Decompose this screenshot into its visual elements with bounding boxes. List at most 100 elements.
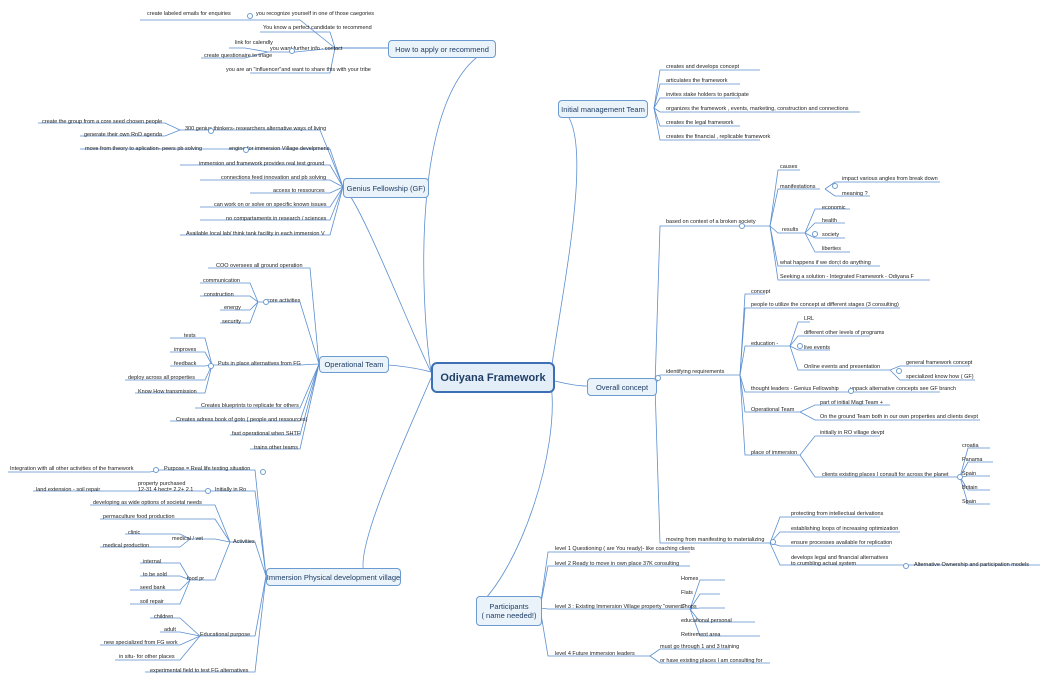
topic-node[interactable]: Spain xyxy=(962,499,977,505)
topic-node[interactable]: Alternative Ownership and participation … xyxy=(914,562,1029,568)
collapse-toggle-icon[interactable] xyxy=(243,147,249,153)
topic-node[interactable]: level 1 Questioning ( are You ready)- li… xyxy=(555,546,695,552)
topic-node[interactable]: no compartaments in research / sciences xyxy=(226,216,327,222)
topic-node[interactable]: trains other teams xyxy=(254,445,299,451)
collapse-toggle-icon[interactable] xyxy=(153,467,159,473)
topic-node[interactable]: protecting from intellectual derivations xyxy=(791,511,884,517)
topic-node[interactable]: place of immersion xyxy=(751,450,798,456)
topic-node[interactable]: developing as wide options of societal n… xyxy=(93,500,202,506)
collapse-toggle-icon[interactable] xyxy=(770,539,776,545)
topic-node[interactable]: croatia xyxy=(962,443,979,449)
topic-node[interactable]: identifying requirements xyxy=(666,369,725,375)
topic-node[interactable]: you are an "influencer"and want to share… xyxy=(226,67,371,73)
collapse-toggle-icon[interactable] xyxy=(832,183,838,189)
topic-node[interactable]: internal xyxy=(143,559,162,565)
collapse-toggle-icon[interactable] xyxy=(247,13,253,19)
topic-node[interactable]: On the ground Team both in our own prope… xyxy=(820,414,978,420)
topic-node[interactable]: property purchased 12-31 4 hect= 2.2+ 2.… xyxy=(138,481,194,493)
topic-node[interactable]: security xyxy=(222,319,241,325)
topic-node[interactable]: immersion and framework provides real te… xyxy=(199,161,325,167)
collapse-toggle-icon[interactable] xyxy=(812,231,818,237)
topic-node[interactable]: to be sold xyxy=(143,572,167,578)
branch-node[interactable]: Overall concept xyxy=(587,378,657,396)
topic-node[interactable]: medical / vet xyxy=(172,536,203,542)
topic-node[interactable]: manifestations xyxy=(780,184,816,190)
topic-node[interactable]: education - xyxy=(751,341,779,347)
topic-node[interactable]: Operational Team xyxy=(751,407,795,413)
topic-node[interactable]: ensure processes available for replicati… xyxy=(791,540,893,546)
topic-node[interactable]: educational personal xyxy=(681,618,732,624)
branch-node[interactable]: Operational Team xyxy=(319,356,389,373)
branch-node[interactable]: Initial management Team xyxy=(558,100,648,118)
topic-node[interactable]: Integration with all other activities of… xyxy=(10,466,134,472)
topic-node[interactable]: experimental field to test FG alternativ… xyxy=(150,668,249,674)
collapse-toggle-icon[interactable] xyxy=(263,299,269,305)
topic-node[interactable]: access to ressources xyxy=(273,188,325,194)
topic-node[interactable]: creates and develops concept xyxy=(666,64,740,70)
topic-node[interactable]: or have existing places I am consulting … xyxy=(660,658,763,664)
topic-node[interactable]: permaculture food production xyxy=(103,514,175,520)
topic-node[interactable]: Educational purpose xyxy=(200,632,251,638)
topic-node[interactable]: clients existing places I consult for ac… xyxy=(822,472,949,478)
topic-node[interactable]: clinic xyxy=(128,530,141,536)
topic-node[interactable]: new specialized from FG work xyxy=(104,640,178,646)
root-node[interactable]: Odiyana Framework xyxy=(431,362,555,393)
topic-node[interactable]: general framework concept xyxy=(906,360,973,366)
topic-node[interactable]: people to utilize the concept at differe… xyxy=(751,302,899,308)
topic-node[interactable]: moving from manifesting to materializing xyxy=(666,537,765,543)
topic-node[interactable]: can work on or solve on specific known i… xyxy=(214,202,327,208)
topic-node[interactable]: children xyxy=(154,614,174,620)
collapse-toggle-icon[interactable] xyxy=(655,375,661,381)
collapse-toggle-icon[interactable] xyxy=(208,363,214,369)
topic-node[interactable]: food pr xyxy=(187,576,205,582)
topic-node[interactable]: meaning ? xyxy=(842,191,868,197)
topic-node[interactable]: Initially in Ro xyxy=(215,487,247,493)
topic-node[interactable]: what happens if we don;t do anything xyxy=(780,260,871,266)
topic-node[interactable]: link for calendly xyxy=(235,40,273,46)
collapse-toggle-icon[interactable] xyxy=(260,469,266,475)
topic-node[interactable]: create the group from a core seed chosen… xyxy=(42,119,163,125)
topic-node[interactable]: you want further info - contact xyxy=(270,46,343,52)
topic-node[interactable]: liberties xyxy=(822,246,841,252)
topic-node[interactable]: feedback xyxy=(174,361,197,367)
topic-node[interactable]: level 2 Ready to move in own place 37K c… xyxy=(555,561,680,567)
topic-node[interactable]: Seeking a solution - Integrated Framewor… xyxy=(780,274,914,280)
branch-node[interactable]: How to apply or recommend xyxy=(388,40,496,58)
collapse-toggle-icon[interactable] xyxy=(896,368,902,374)
topic-node[interactable]: health xyxy=(822,218,837,224)
topic-node[interactable]: create labeled emails for enquiries xyxy=(147,11,231,17)
topic-node[interactable]: generate their own RnD agenda xyxy=(84,132,162,138)
topic-node[interactable]: Homes xyxy=(681,576,699,582)
topic-node[interactable]: based on context of a broken society xyxy=(666,219,756,225)
topic-node[interactable]: tests xyxy=(184,333,196,339)
collapse-toggle-icon[interactable] xyxy=(903,563,909,569)
collapse-toggle-icon[interactable] xyxy=(289,48,295,54)
topic-node[interactable]: Creates adress book of goto ( people and… xyxy=(176,417,308,423)
topic-node[interactable]: organizes the framework , events, market… xyxy=(666,106,849,112)
branch-node[interactable]: Immersion Physical development village xyxy=(266,568,401,586)
topic-node[interactable]: Retirement area xyxy=(681,632,721,638)
topic-node[interactable]: develops legal and financial alternative… xyxy=(791,555,889,567)
collapse-toggle-icon[interactable] xyxy=(205,488,211,494)
topic-node[interactable]: communication xyxy=(203,278,240,284)
topic-node[interactable]: Know How transmission xyxy=(138,389,197,395)
topic-node[interactable]: concept xyxy=(751,289,771,295)
topic-node[interactable]: Activities xyxy=(233,539,255,545)
topic-node[interactable]: live events xyxy=(804,345,830,351)
topic-node[interactable]: you recognize yourself in one of those c… xyxy=(256,11,375,17)
topic-node[interactable]: move from theory to aplication- peers pb… xyxy=(85,146,203,152)
topic-node[interactable]: engine for immersion Village develpmens xyxy=(229,146,330,152)
topic-node[interactable]: connections feed innovation and pb solvi… xyxy=(221,175,327,181)
topic-node[interactable]: unpack alternative concepts see GF branc… xyxy=(850,386,957,392)
topic-node[interactable]: impact various angles from break down xyxy=(842,176,938,182)
topic-node[interactable]: must go through 1 and 3 training xyxy=(660,644,740,650)
collapse-toggle-icon[interactable] xyxy=(208,128,214,134)
collapse-toggle-icon[interactable] xyxy=(957,474,963,480)
topic-node[interactable]: Purpose = Real life testing situation xyxy=(164,466,251,472)
topic-node[interactable]: COO oversees all ground operation xyxy=(216,263,303,269)
topic-node[interactable]: energy xyxy=(224,305,241,311)
topic-node[interactable]: create questionaire to triage xyxy=(204,53,273,59)
topic-node[interactable]: articulates the framework xyxy=(666,78,728,84)
collapse-toggle-icon[interactable] xyxy=(797,343,803,349)
topic-node[interactable]: soil repair xyxy=(140,599,164,605)
